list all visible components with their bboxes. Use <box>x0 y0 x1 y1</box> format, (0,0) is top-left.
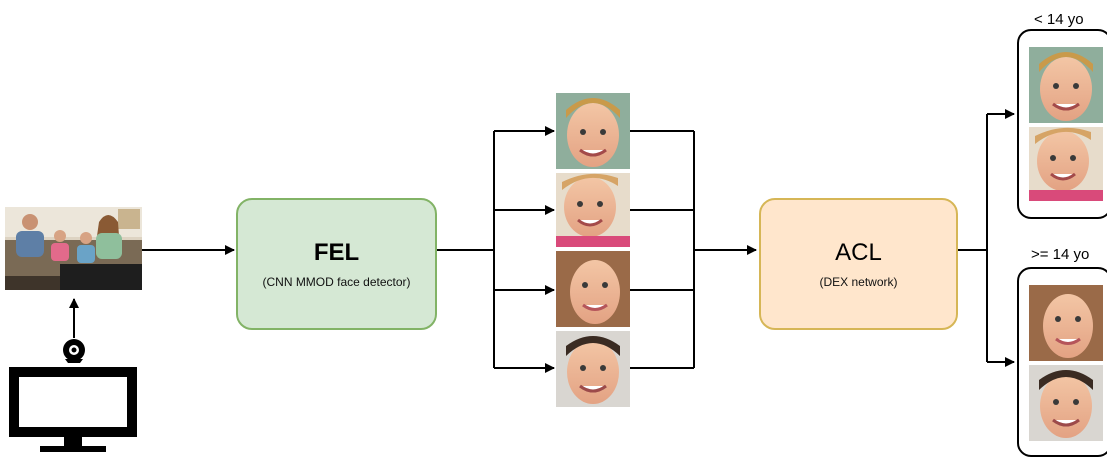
over-14-faces <box>1017 267 1107 457</box>
acl-split <box>958 114 1014 362</box>
man-face <box>556 331 630 407</box>
over-14-group <box>1017 267 1107 457</box>
acl-box: ACL (DEX network) <box>759 198 958 330</box>
webcam-icon <box>63 339 85 363</box>
under-14-label: < 14 yo <box>1034 11 1084 28</box>
man-face-thumb <box>1029 365 1103 441</box>
fel-subtitle: (CNN MMOD face detector) <box>262 275 410 289</box>
woman-face-thumb <box>1029 285 1103 361</box>
acl-title: ACL <box>835 239 882 267</box>
boy-face-1 <box>556 93 630 169</box>
boy-face-2-thumb <box>1029 127 1103 201</box>
family-photo <box>5 207 142 290</box>
monitor-icon <box>14 372 132 452</box>
acl-subtitle: (DEX network) <box>819 275 897 289</box>
fel-box: FEL (CNN MMOD face detector) <box>236 198 437 330</box>
woman-face <box>556 251 630 327</box>
boy-face-2 <box>556 173 630 247</box>
boy-face-1-thumb <box>1029 47 1103 123</box>
fel-fanout <box>437 131 554 368</box>
under-14-group <box>1017 29 1107 219</box>
under-14-faces <box>1017 29 1107 219</box>
acl-fanin <box>630 131 756 368</box>
fel-title: FEL <box>314 239 359 267</box>
over-14-label: >= 14 yo <box>1031 246 1089 263</box>
